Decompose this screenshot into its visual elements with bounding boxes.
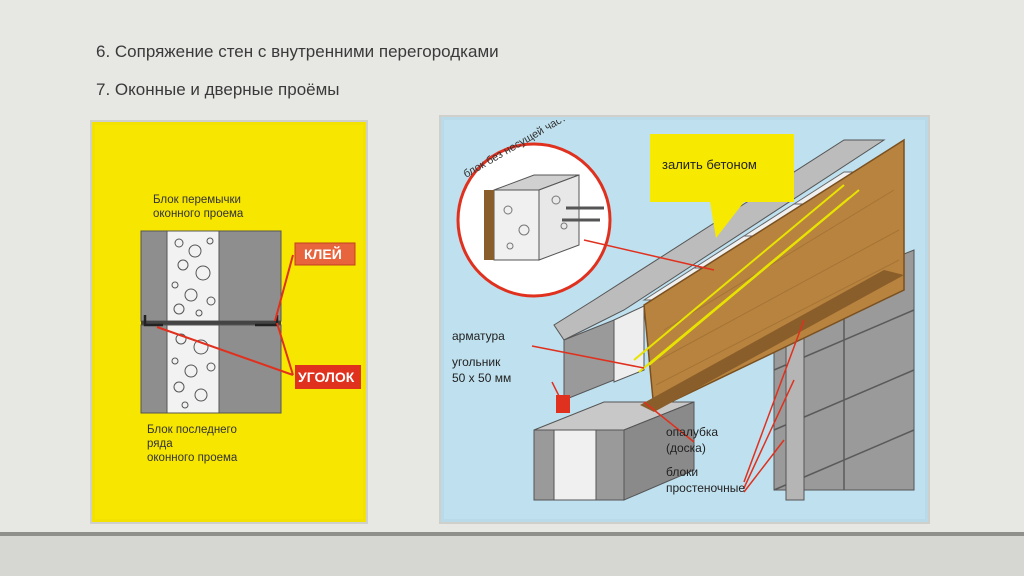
lower-row-blocks [533,401,695,501]
steel-angle-left [143,315,163,327]
window-lintel-diagram: блок без несущей части залить бетоном ар… [441,109,928,522]
detail-magnifier [456,142,612,298]
callout-lines [156,254,294,376]
rebar-cage [633,184,860,373]
footer-divider [0,532,1024,536]
steel-angle-marker [556,395,570,413]
label-corner: УГОЛОК [298,369,355,385]
label-formwork-line2: (доска) [666,441,706,455]
label-last-row-line2: ряда [147,438,173,450]
label-lintel-block-line2: оконного проема [153,208,244,220]
label-glue: КЛЕЙ [304,245,342,262]
label-blocks-line2: простеночные [666,481,745,495]
last-row-block [140,324,282,414]
formwork-edge [640,270,904,412]
pour-concrete-callout [650,134,794,238]
label-rebar: арматура [452,329,505,343]
window-lintel-svg: блок без несущей части залить бетоном ар… [452,109,915,501]
glue-callout-box [294,242,356,266]
glue-seam [141,321,281,325]
label-angle-line2: 50 х 50 мм [452,371,511,385]
corner-callout-box [295,365,361,389]
label-last-row-line3: оконного проема [147,452,238,464]
label-lintel-block-line1: Блок перемычки [153,194,241,206]
lintel-section-svg: Блок перемычки оконного проема [140,194,361,464]
lintel-block [140,230,282,322]
label-pour-concrete: залить бетоном [662,157,757,172]
leader-lines [531,239,805,493]
lintel-section-diagram: Блок перемычки оконного проема [92,122,366,522]
label-last-row-line1: Блок последнего [147,424,237,436]
heading-window-door-openings: 7. Оконные и дверные проёмы [96,80,340,99]
label-angle-line1: угольник [452,355,501,369]
heading-walls-partitions: 6. Сопряжение стен с внутренними перегор… [96,42,499,61]
footer-band [0,536,1024,576]
label-formwork-line1: опалубка [666,425,718,439]
label-blocks-line1: блоки [666,465,698,479]
wood-grain [655,189,900,386]
